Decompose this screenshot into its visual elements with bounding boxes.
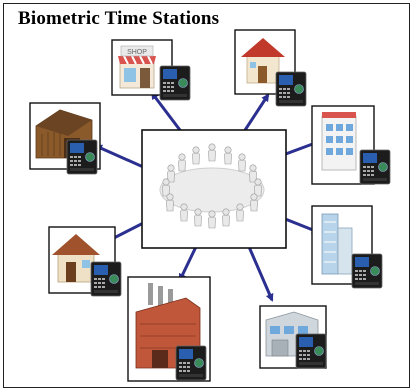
node-wooden-barn <box>29 102 101 175</box>
node-glass-tower <box>311 205 383 289</box>
biometric-terminal-icon <box>90 261 122 297</box>
biometric-terminal-icon <box>275 71 307 107</box>
biometric-terminal-icon <box>66 139 98 175</box>
node-factory <box>127 276 211 382</box>
biometric-terminal-icon <box>159 65 191 101</box>
house-icon <box>241 38 285 84</box>
glass-tower-icon <box>321 213 353 275</box>
node-house-red-roof <box>234 29 307 107</box>
node-warehouse <box>259 305 327 369</box>
brick-house-icon <box>52 234 100 283</box>
biometric-terminal-icon <box>295 333 327 369</box>
node-shop: SHOP <box>111 39 191 101</box>
biometric-terminal-icon <box>359 149 391 185</box>
center-people-node <box>141 129 287 249</box>
node-brick-house <box>48 226 122 297</box>
office-building-icon <box>321 112 357 171</box>
diagram-title: Biometric Time Stations <box>18 8 220 29</box>
shop-sign: SHOP <box>127 49 147 56</box>
shop-icon: SHOP <box>118 45 156 89</box>
people-circle-floor <box>159 167 265 213</box>
node-office-building <box>311 105 391 185</box>
biometric-terminal-icon <box>175 345 207 381</box>
biometric-terminal-icon <box>351 253 383 289</box>
